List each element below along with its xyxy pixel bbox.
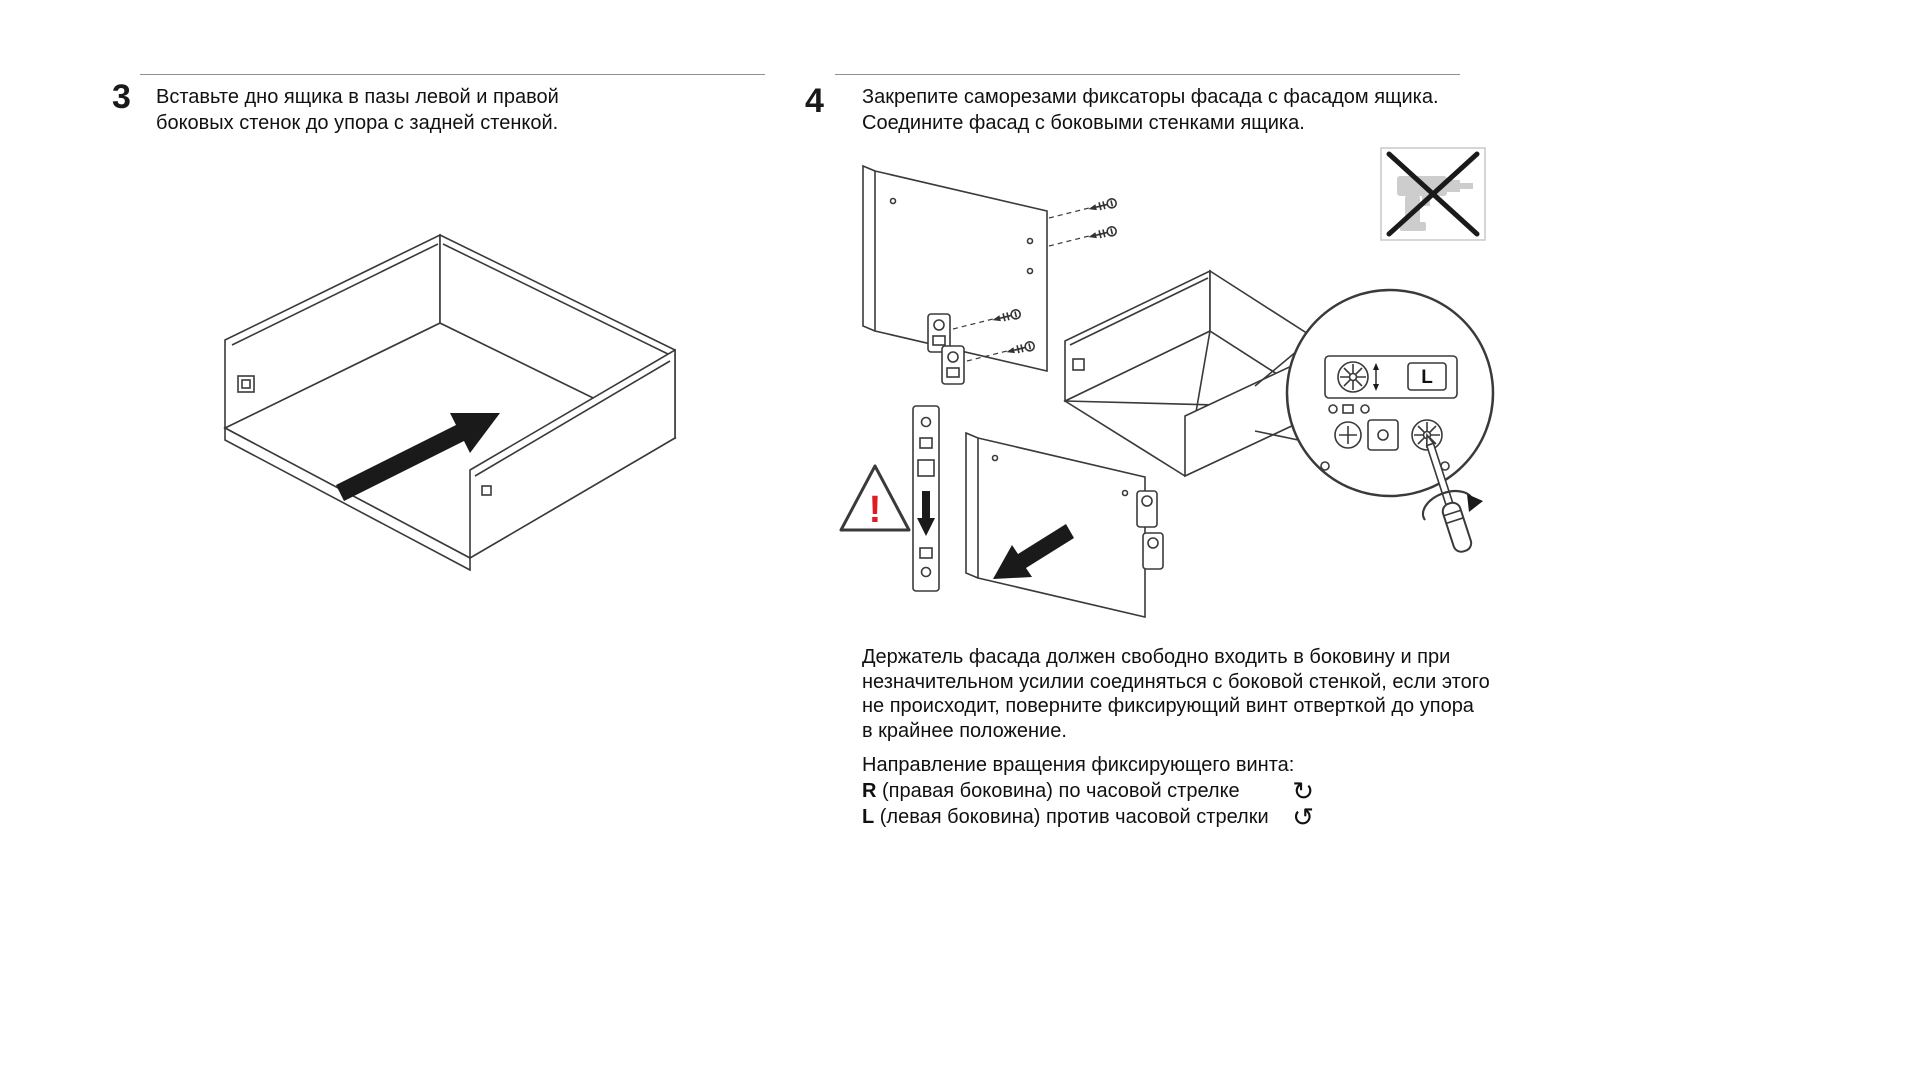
warning-triangle-icon: ! bbox=[839, 464, 911, 532]
r-label: R bbox=[862, 779, 877, 802]
l-text: (левая боковина) против часовой стрелки bbox=[874, 805, 1269, 828]
drawer-right-wall bbox=[469, 348, 676, 560]
fixator-hole bbox=[1072, 358, 1085, 371]
step-4-drawing: ! bbox=[839, 147, 1495, 619]
screw-icon bbox=[1088, 198, 1117, 211]
step-4-instruction-line-1: Закрепите саморезами фиксаторы фасада с … bbox=[862, 86, 1439, 108]
step-4-note: Держатель фасада должен свободно входить… bbox=[862, 645, 1490, 743]
note-line-3: не происходит, поверните фиксирующий вин… bbox=[862, 695, 1474, 717]
attach-direction-arrow-icon bbox=[993, 524, 1074, 579]
note-line-4: в крайнее положение. bbox=[862, 719, 1067, 742]
step-3-instruction-line-1: Вставьте дно ящика в пазы левой и правой bbox=[156, 86, 559, 108]
step-3-drawing bbox=[223, 233, 677, 572]
note-line-2: незначительном усилии соединяться с боко… bbox=[862, 670, 1490, 693]
step-4-divider bbox=[835, 74, 1460, 75]
zoom-detail-circle: L bbox=[1285, 288, 1495, 498]
step-3-instruction-line-2: боковых стенок до упора с задней стенкой… bbox=[156, 112, 559, 134]
step-3-divider bbox=[140, 74, 765, 75]
facade-panel-top bbox=[862, 164, 1048, 373]
no-drill-icon bbox=[1380, 147, 1486, 241]
step-4-number: 4 bbox=[805, 82, 824, 120]
adjustment-dial-left bbox=[1337, 361, 1369, 393]
facade-fixators-top bbox=[927, 313, 965, 385]
r-text: (правая боковина) по часовой стрелке bbox=[876, 779, 1240, 802]
screwdriver bbox=[1425, 432, 1473, 553]
insert-direction-arrow-icon bbox=[336, 413, 500, 501]
note-line-1: Держатель фасада должен свободно входить… bbox=[862, 646, 1451, 668]
push-down-arrow-icon bbox=[922, 491, 930, 519]
rotation-direction-l: L (левая боковина) против часовой стрелк… bbox=[862, 804, 1314, 830]
rotate-arrow-icon bbox=[1421, 489, 1483, 521]
rotation-direction-r: R (правая боковина) по часовой стрелке ↻ bbox=[862, 778, 1314, 804]
warning-exclamation: ! bbox=[869, 489, 882, 531]
counterclockwise-arrow-icon: ↺ bbox=[1292, 802, 1314, 832]
fixator-hole bbox=[237, 375, 255, 393]
step-3-instruction: Вставьте дно ящика в пазы левой и правой… bbox=[156, 84, 559, 136]
rotation-direction-title: Направление вращения фиксирующего винта: bbox=[862, 754, 1295, 776]
left-side-label: L bbox=[1421, 367, 1433, 388]
screw-icon bbox=[992, 309, 1021, 322]
screw-icon bbox=[1088, 226, 1117, 239]
step-4-instruction: Закрепите саморезами фиксаторы фасада с … bbox=[862, 84, 1439, 136]
step-4-instruction-line-2: Соедините фасад с боковыми стенками ящик… bbox=[862, 112, 1305, 134]
fixator-hole bbox=[481, 485, 492, 496]
clockwise-arrow-icon: ↻ bbox=[1292, 776, 1314, 806]
rotation-directions: Направление вращения фиксирующего винта:… bbox=[862, 753, 1314, 830]
screw-icon bbox=[1006, 341, 1035, 354]
facade-fixators-bottom bbox=[1136, 490, 1164, 570]
step-3-number: 3 bbox=[112, 78, 131, 116]
l-label: L bbox=[862, 805, 875, 828]
fixator-strip bbox=[912, 405, 940, 592]
facade-panel-bottom bbox=[965, 431, 1146, 619]
